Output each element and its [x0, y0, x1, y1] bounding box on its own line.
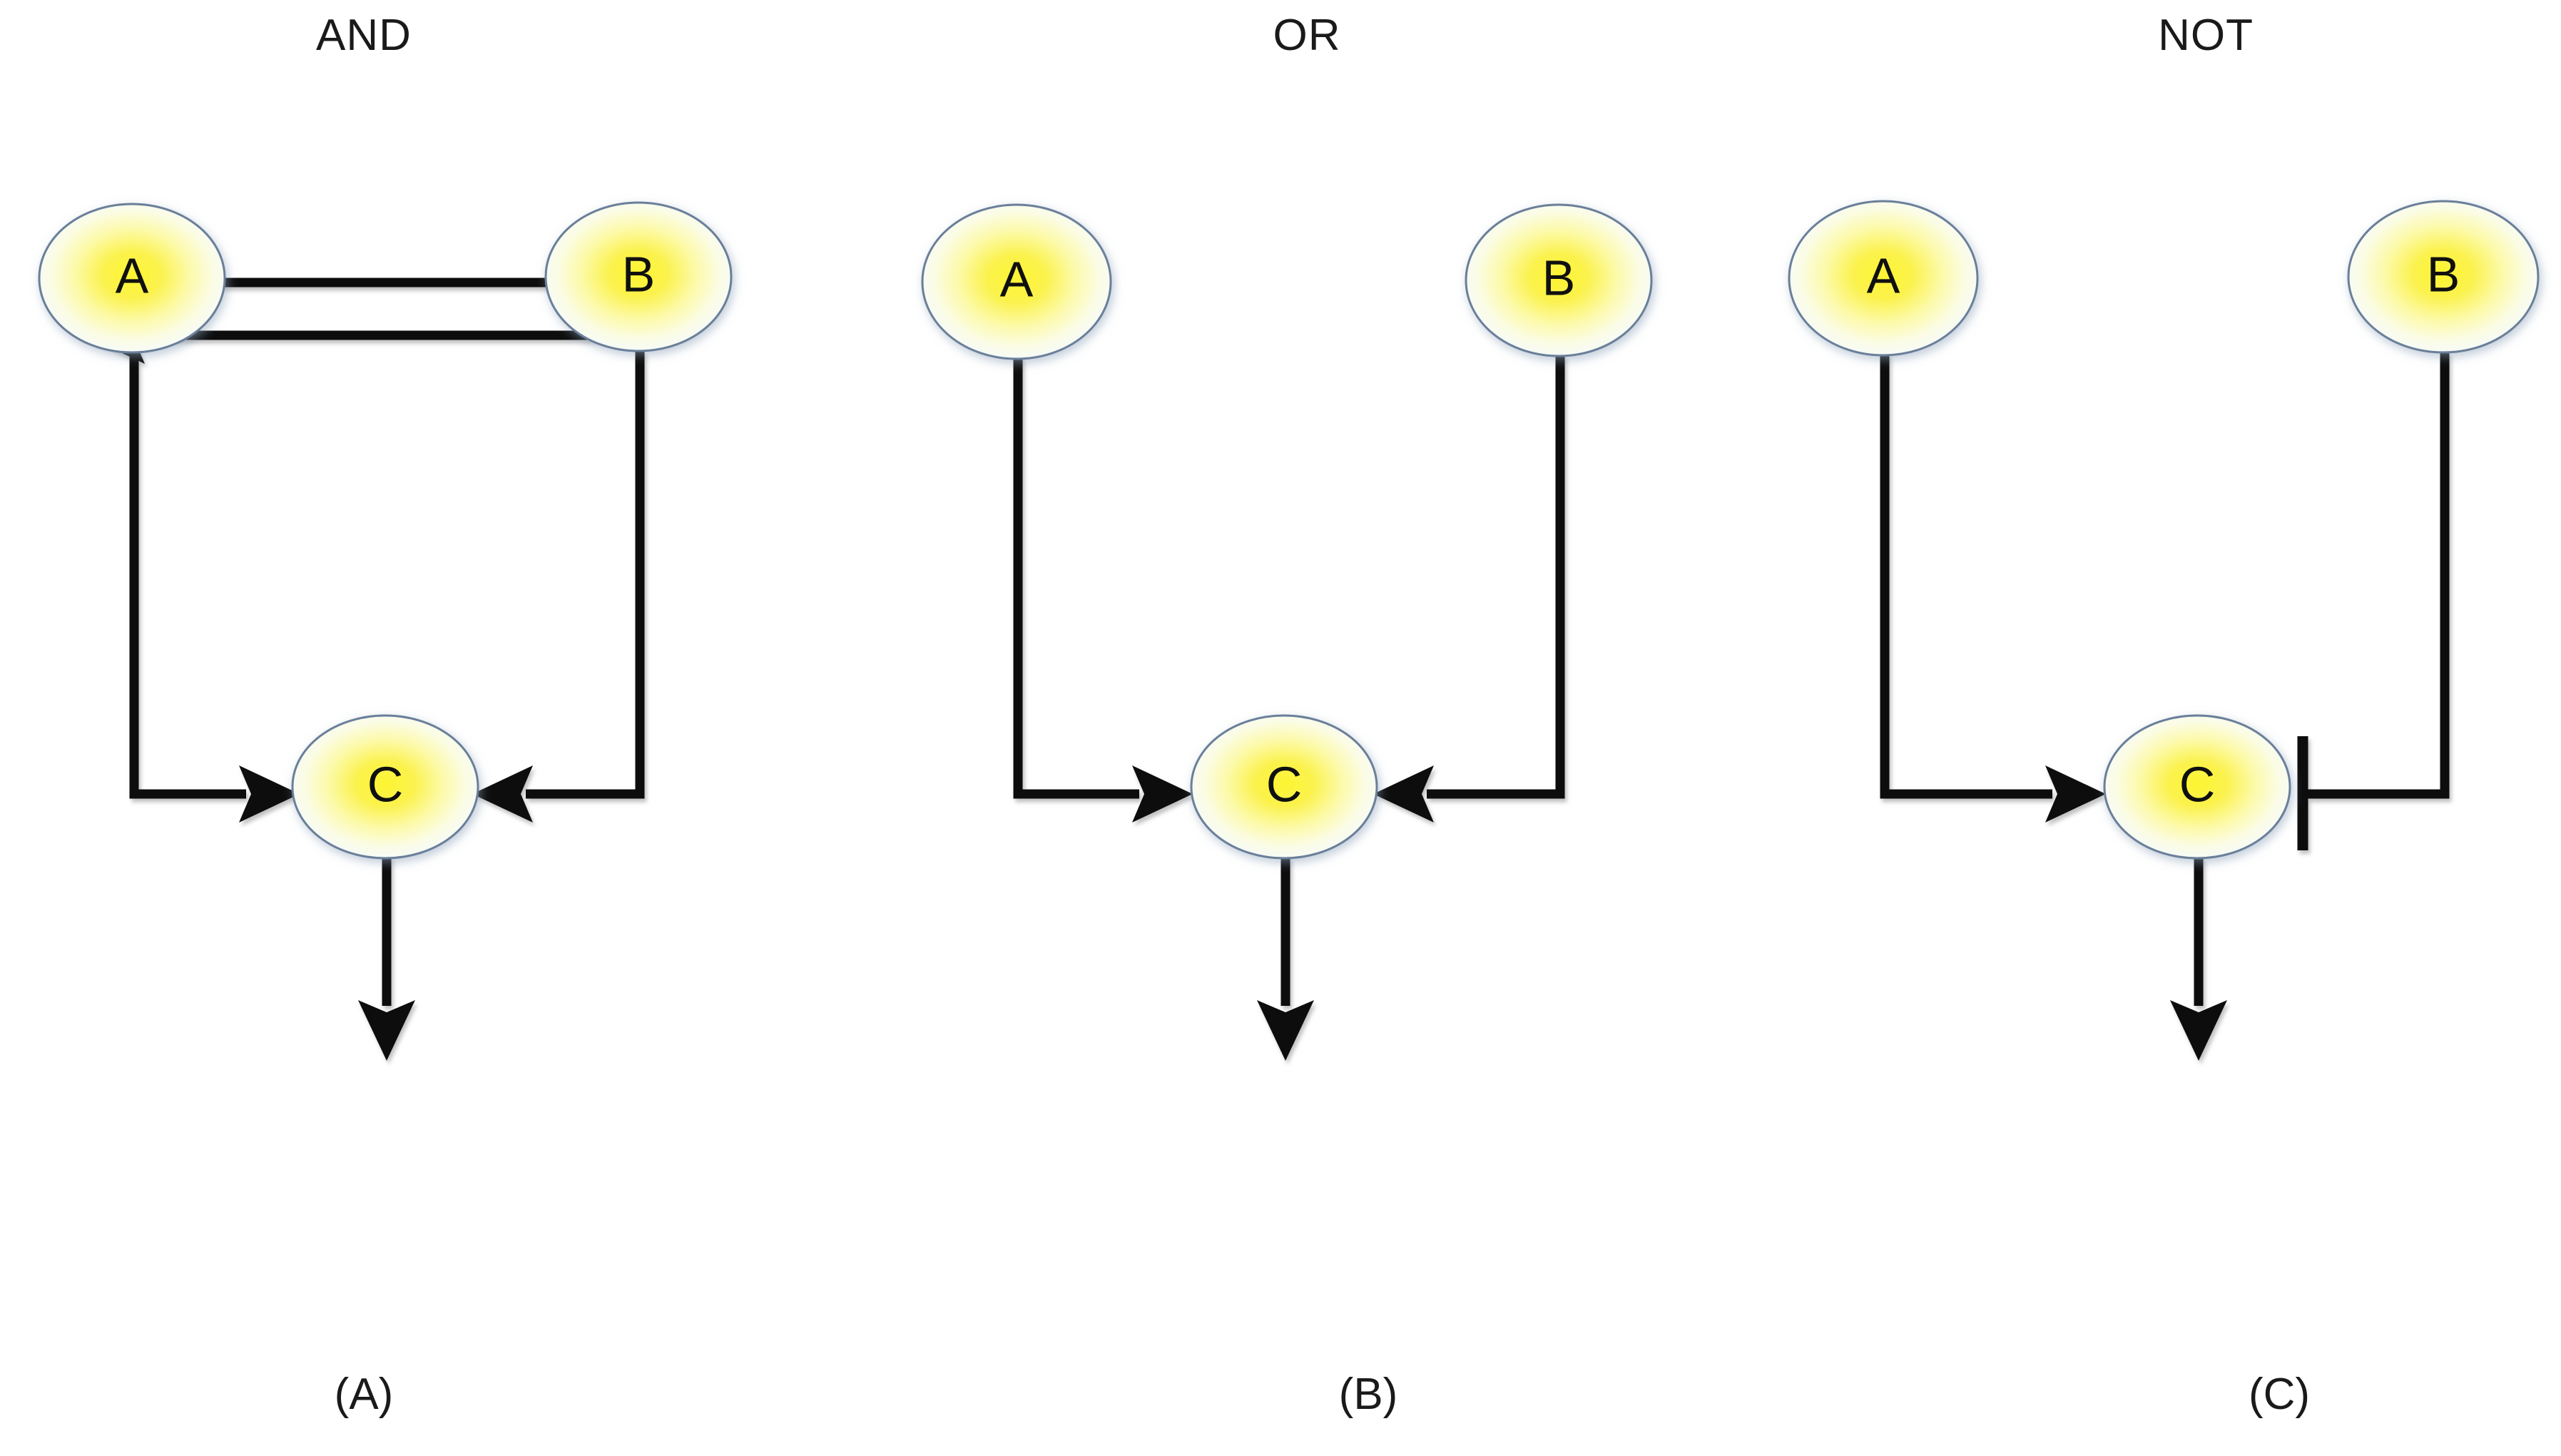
node-label-and-a: A [116, 248, 149, 303]
node-or-b[interactable]: B [1465, 203, 1653, 357]
arrowhead-or-b-to-c [1373, 765, 1434, 823]
node-not-a[interactable]: A [1788, 200, 1979, 357]
panel-or-caption: (B) [1339, 1370, 1398, 1419]
panel-and-title: AND [316, 11, 412, 60]
arrowhead-not-c-output [2170, 1000, 2227, 1061]
node-label-or-a: A [1000, 251, 1034, 307]
node-label-or-b: B [1542, 250, 1576, 305]
panel-and-edges [84, 254, 721, 1061]
node-ellipse-or-c[interactable] [1190, 714, 1378, 860]
node-and-b[interactable]: B [544, 201, 733, 352]
node-and-a[interactable]: A [38, 203, 226, 354]
arrowhead-and-c-output [358, 1000, 415, 1061]
edge-or-a-to-c [1013, 357, 1139, 799]
node-label-not-a: A [1867, 248, 1900, 303]
node-ellipse-or-a[interactable] [921, 203, 1112, 360]
node-ellipse-and-b[interactable] [544, 201, 733, 352]
node-or-c[interactable]: C [1190, 714, 1378, 860]
node-not-b[interactable]: B [2347, 200, 2540, 354]
node-ellipse-not-a[interactable] [1788, 200, 1979, 357]
edge-not-a-to-c [1880, 353, 2052, 799]
node-label-and-c: C [367, 756, 404, 812]
panel-and: AND A B C [38, 11, 733, 1419]
node-label-not-c: C [2179, 756, 2216, 812]
panel-not-caption: (C) [2249, 1370, 2310, 1419]
panel-not: NOT A B C (C) [1788, 11, 2540, 1419]
node-ellipse-not-b[interactable] [2347, 200, 2540, 354]
panel-or-edges [1013, 355, 1565, 1061]
panel-or: OR A B C (B) [921, 11, 1653, 1419]
edge-and-a-to-c [129, 351, 246, 799]
node-ellipse-and-c[interactable] [291, 714, 479, 860]
node-label-and-b: B [622, 246, 656, 302]
node-ellipse-and-a[interactable] [38, 203, 226, 354]
panel-not-edges [1880, 352, 2450, 1061]
edge-or-b-to-c [1427, 355, 1565, 799]
arrowhead-and-b-to-c [472, 765, 533, 823]
arrowhead-not-a-to-c [2045, 765, 2106, 823]
arrowhead-or-c-output [1257, 1000, 1314, 1061]
node-ellipse-not-c[interactable] [2103, 714, 2291, 860]
node-not-c[interactable]: C [2103, 714, 2291, 860]
node-or-a[interactable]: A [921, 203, 1112, 360]
node-label-or-c: C [1266, 756, 1303, 812]
node-ellipse-or-b[interactable] [1465, 203, 1653, 357]
node-label-not-b: B [2427, 246, 2460, 302]
edge-not-b-to-c [2306, 352, 2450, 799]
panel-and-caption: (A) [335, 1370, 394, 1419]
panel-or-title: OR [1273, 11, 1341, 60]
edge-and-b-to-c [526, 351, 645, 799]
arrowhead-and-a-to-c [239, 765, 300, 823]
panel-not-title: NOT [2158, 11, 2254, 60]
node-and-c[interactable]: C [291, 714, 479, 860]
arrowhead-or-a-to-c [1132, 765, 1193, 823]
